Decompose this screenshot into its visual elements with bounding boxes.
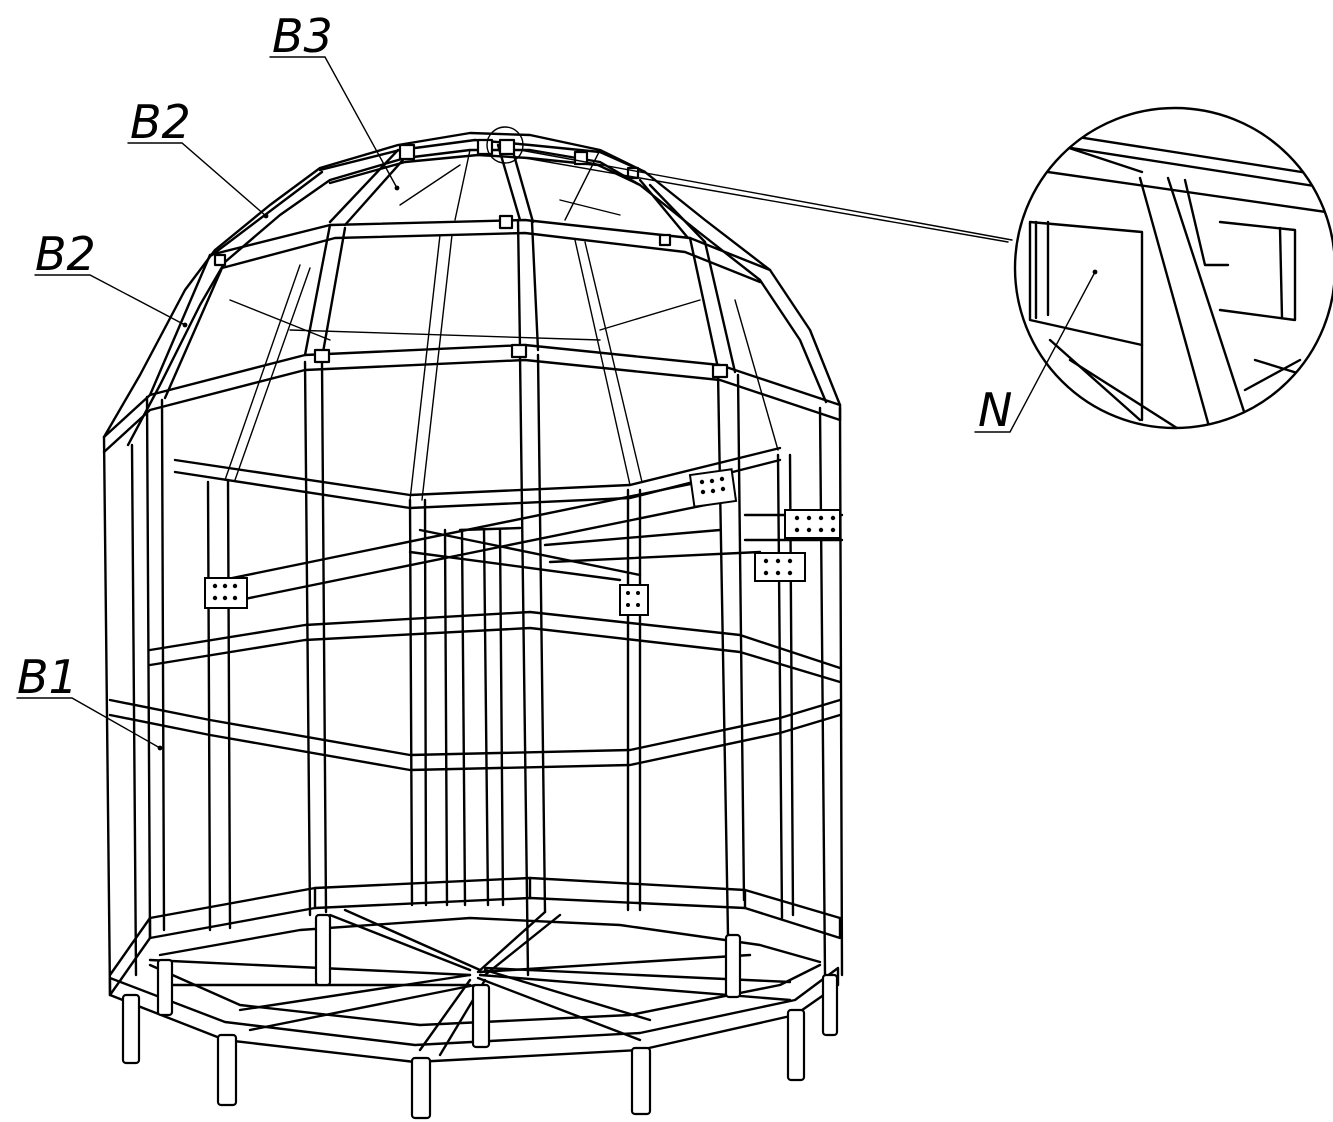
legs <box>121 913 839 1120</box>
label-n: N <box>978 383 1012 437</box>
label-b1: B1 <box>17 650 78 704</box>
lower-ring <box>108 876 842 997</box>
label-b3: B3 <box>272 9 333 63</box>
connection-plates <box>204 468 841 616</box>
wall-columns <box>102 353 844 997</box>
label-b2-upper: B2 <box>130 95 191 149</box>
detail-view-n <box>1013 106 1333 430</box>
dome-ribs <box>102 131 842 501</box>
radial-beams <box>148 908 792 1057</box>
bracket-tabs <box>213 138 729 379</box>
upper-ring <box>102 343 842 454</box>
label-b2-lower: B2 <box>35 227 96 281</box>
cross-beams <box>206 476 844 607</box>
callout-leaders <box>16 56 1098 751</box>
